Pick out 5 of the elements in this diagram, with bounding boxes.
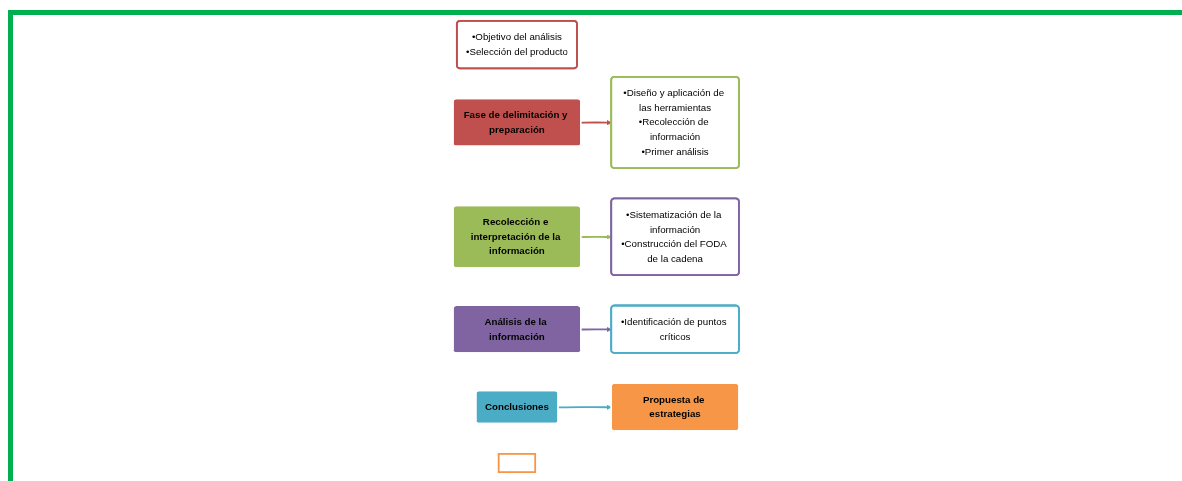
node-box (497, 452, 537, 474)
arrow (580, 119, 612, 126)
arrow (557, 404, 612, 410)
arrow (580, 234, 612, 240)
arrow (580, 326, 612, 333)
